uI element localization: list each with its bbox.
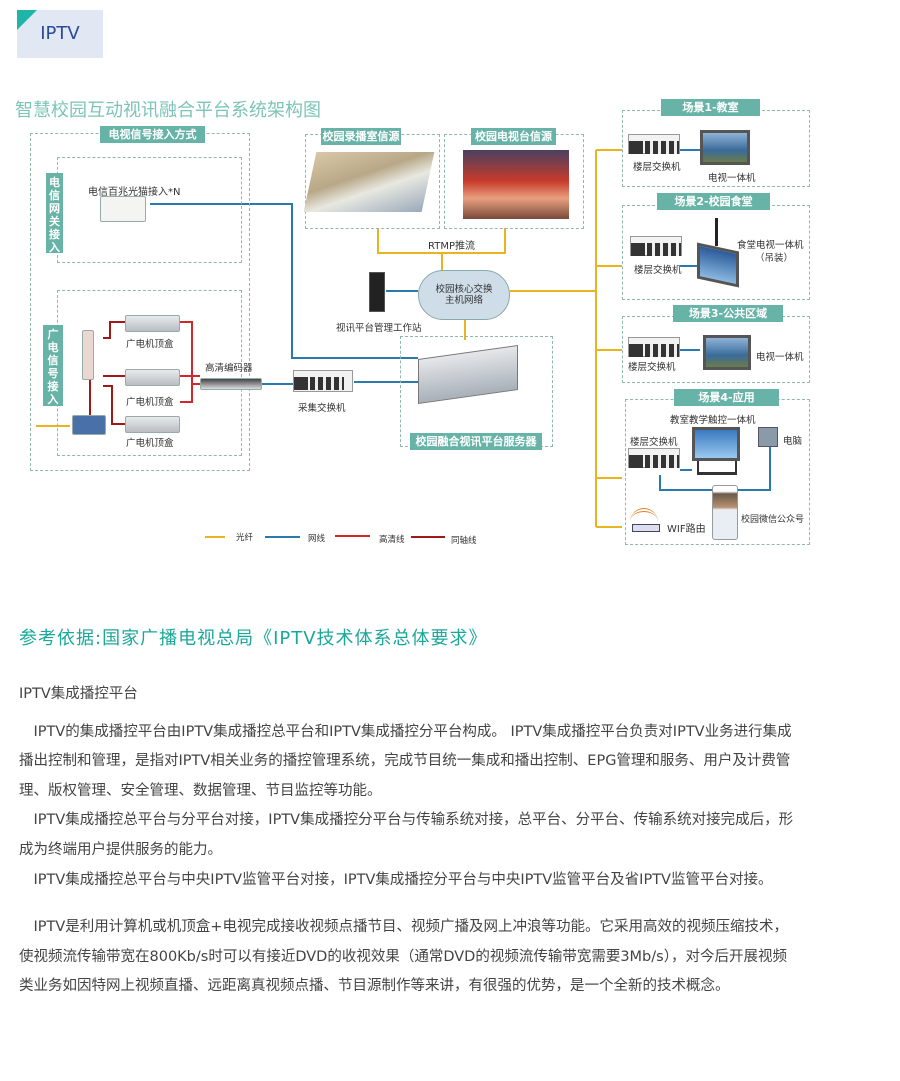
legend-network: 网线 (308, 534, 326, 544)
body-heading: IPTV集成播控平台 (19, 686, 138, 702)
floor-switch-image (628, 448, 680, 468)
router-label: WIF路由 (667, 524, 706, 535)
floor-switch-image (630, 236, 682, 256)
stb-image (125, 315, 180, 332)
canteen-tv-note: （吊装） (755, 253, 794, 264)
stb-image (125, 369, 180, 386)
stb-label: 广电机顶盒 (126, 397, 174, 408)
scene4-header: 场景4-应用 (674, 389, 779, 406)
tv-image (703, 335, 751, 370)
server-label: 校园融合视讯平台服务器 (410, 433, 542, 450)
tv-access-header: 电视信号接入方式 (100, 126, 205, 143)
receiver-image (72, 415, 106, 435)
floor-switch-image (628, 337, 680, 357)
touch-panel-stand (697, 461, 737, 475)
floor-switch-label: 楼层交换机 (630, 437, 678, 448)
recording-room-image (303, 152, 435, 212)
wechat-label: 校园微信公众号 (741, 515, 805, 525)
scene2-header: 场景2-校园食堂 (657, 193, 770, 210)
reference-heading: 参考依据:国家广播电视总局《IPTV技术体系总体要求》 (19, 628, 488, 649)
hd-line (180, 321, 200, 403)
body-text: IPTV集成播控平台 IPTV的集成播控平台由IPTV集成播控总平台和IPTV集… (19, 680, 794, 1002)
telecom-label: 电信网关接入 (46, 173, 63, 254)
mount-pole (715, 218, 718, 246)
capture-switch-label: 采集交换机 (298, 403, 346, 414)
paragraph: IPTV是利用计算机或机顶盒+电视完成接收视频点播节目、视频广播及网上冲浪等功能… (19, 919, 788, 995)
scene1-header: 场景1-教室 (661, 99, 760, 116)
cloud-icon (418, 270, 510, 320)
stb-label: 广电机顶盒 (126, 438, 174, 449)
rtmp-label: RTMP推流 (428, 241, 475, 252)
touch-panel-image (692, 427, 740, 461)
tv-station-source-header: 校园电视台信源 (471, 128, 556, 145)
legend-coax: 同轴线 (451, 536, 477, 546)
computer-icon (758, 427, 778, 447)
computer-label: 电脑 (783, 436, 803, 447)
scene3-header: 场景3-公共区域 (673, 305, 783, 322)
stb-label: 广电机顶盒 (126, 339, 174, 350)
workstation-label: 视讯平台管理工作站 (336, 323, 422, 334)
fiber-line (36, 149, 622, 528)
legend-hd: 高清线 (379, 535, 405, 545)
encoder-label: 高清编码器 (205, 363, 253, 374)
phone-image (712, 485, 738, 540)
telecom-device-label: 电信百兆光猫接入*N (88, 187, 181, 198)
workstation-image (369, 272, 385, 312)
wifi-icon (630, 508, 658, 526)
floor-switch-label: 楼层交换机 (628, 362, 676, 373)
telecom-box (57, 157, 242, 263)
tv-label: 电视一体机 (708, 173, 756, 184)
splitter-image (82, 330, 94, 380)
paragraph: IPTV的集成播控平台由IPTV集成播控总平台和IPTV集成播控分平台构成。 I… (19, 723, 792, 799)
recording-source-header: 校园录播室信源 (321, 128, 401, 145)
cloud-label: 校园核心交换主机网络 (435, 284, 493, 306)
cable-label: 广电信号接入 (43, 325, 63, 406)
optical-modem-image (100, 196, 146, 222)
router-image (632, 524, 660, 532)
tab-iptv[interactable]: IPTV (17, 10, 103, 58)
touch-panel-label: 教室教学触控一体机 (670, 415, 756, 426)
tab-label: IPTV (40, 23, 80, 44)
tv-label: 电视一体机 (756, 352, 804, 363)
encoder-image (200, 378, 262, 390)
tv-image (700, 130, 750, 165)
stb-image (125, 416, 180, 433)
paragraph: IPTV集成播控总平台与分平台对接，IPTV集成播控分平台与传输系统对接，总平台… (19, 812, 794, 858)
paragraph: IPTV集成播控总平台与中央IPTV监管平台对接，IPTV集成播控分平台与中央I… (19, 871, 773, 888)
diagram-title: 智慧校园互动视讯融合平台系统架构图 (15, 100, 321, 121)
tv-studio-image (463, 150, 569, 219)
corner-marker (17, 10, 37, 30)
floor-switch-image (628, 134, 680, 154)
floor-switch-label: 楼层交换机 (634, 265, 682, 276)
floor-switch-label: 楼层交换机 (633, 162, 681, 173)
legend-fiber: 光纤 (236, 533, 254, 543)
canteen-tv-label: 食堂电视一体机 (737, 240, 804, 251)
capture-switch-image (293, 370, 353, 392)
coax-line (89, 321, 125, 425)
